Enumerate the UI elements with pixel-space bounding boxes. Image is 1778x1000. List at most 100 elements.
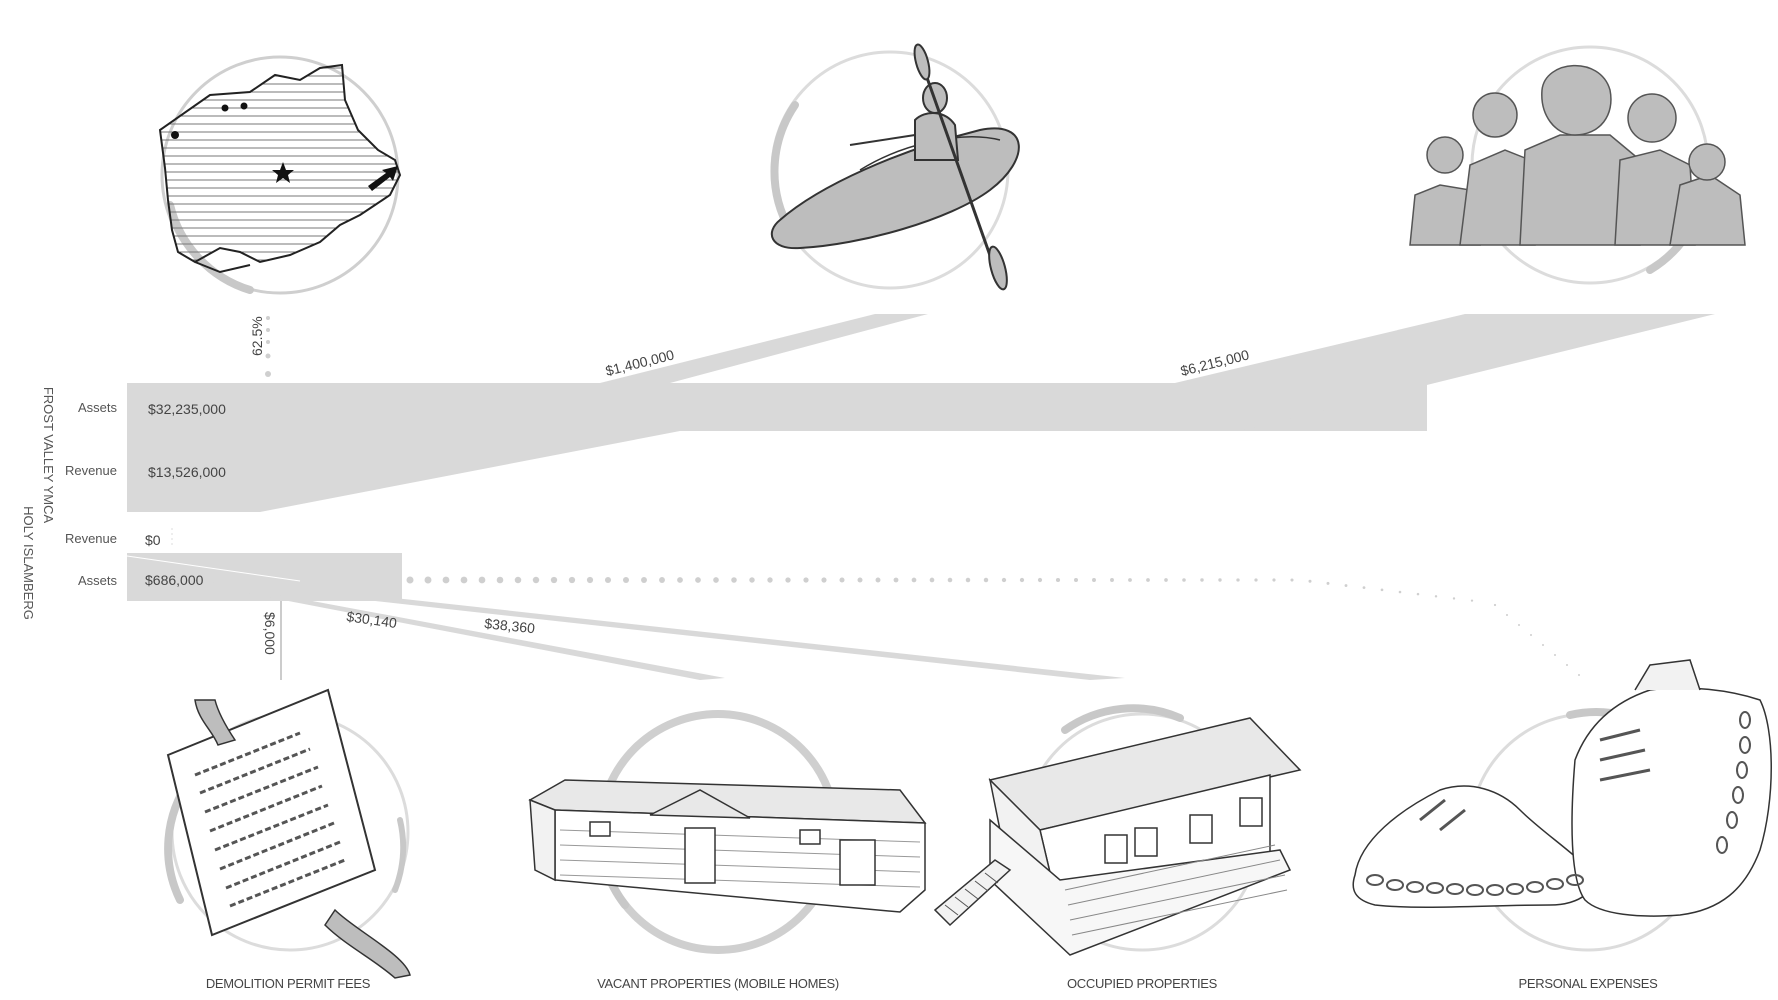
trail-dot [1272,578,1276,582]
flow-people [1175,314,1715,431]
kayak-group [770,43,1020,291]
trail-dot [1517,623,1521,627]
trail-dot [1019,577,1025,583]
trail-dot [929,577,935,583]
trail-dot [785,577,791,583]
fv-revenue-bar [127,431,680,512]
trail-dot [1218,578,1222,582]
trail-dot [857,577,863,583]
trail-dot [1505,613,1509,617]
group-label-holy-islamberg: HOLY ISLAMBERG [21,506,36,620]
trail-dot [713,577,719,583]
trail-dot [749,577,755,583]
flow-label-vacant: $30,140 [346,608,399,631]
house-group [933,704,1302,956]
trail-dot [1182,578,1186,582]
thin-flows [200,580,1125,680]
trail-dot [659,577,665,583]
caption-demolition: DEMOLITION PERMIT FEES [206,976,371,991]
value-fv-assets: $32,235,000 [148,401,226,417]
trail-dot [1110,578,1114,582]
trail-dot [695,577,701,583]
flow-kayak [600,314,928,383]
trail-dot [1566,664,1568,666]
document-icon [166,688,411,979]
flow-bands [127,314,1715,601]
house-icon [933,717,1302,956]
trail-dot [568,576,576,584]
trail-dot [641,577,647,583]
caption-personal: PERSONAL EXPENSES [1519,976,1659,991]
trail-dot [1554,654,1556,656]
caption-occupied: OCCUPIED PROPERTIES [1067,976,1218,991]
row-label-hi-assets: Assets [78,573,118,588]
row-label-fv-revenue: Revenue [65,463,117,478]
trail-dot [1073,577,1079,583]
caption-vacant: VACANT PROPERTIES (MOBILE HOMES) [597,976,839,991]
value-hi-assets: $686,000 [145,572,204,588]
trail-dot [514,576,522,584]
map-group [158,55,402,295]
value-fv-revenue: $13,526,000 [148,464,226,480]
trail-dot [983,577,989,583]
document-group [164,688,411,979]
trail-dot [1236,578,1240,582]
trail-dot [947,577,953,583]
trail-dot [1290,578,1294,582]
trail-dot [1146,578,1150,582]
trail-dot [460,576,468,584]
flow-occupied [230,580,1125,680]
trail-dot [965,577,971,583]
flow-label-pct: 62.5% [249,316,265,356]
trail-dot [1362,586,1366,590]
trail-dot [604,576,612,584]
trail-dot [1398,590,1402,594]
trail-dot [1434,595,1438,598]
trail-dot [1164,578,1168,582]
trail-dot [677,577,683,583]
kayak-icon [770,43,1020,291]
trail-dot [1416,592,1420,596]
trail-dot [1470,599,1474,602]
trail-dot [1055,577,1061,583]
dotted-flows [265,316,271,377]
trail-dot [893,577,899,583]
trail-dot [1001,577,1007,583]
row-label-fv-assets: Assets [78,400,118,415]
people-group [1409,45,1746,285]
trail-dot [731,577,737,583]
trail-dot [424,576,432,584]
shoes-icon [1352,659,1772,917]
trail-dot [1530,634,1532,636]
trail-dot [550,576,558,584]
trail-dot [478,576,486,584]
trail-dot [1326,581,1330,585]
trail-dot [767,577,773,583]
fv-assets-bar [127,383,1427,431]
trail-dot [622,576,630,584]
trail-dot [1308,579,1312,583]
trail-dot [1200,578,1204,582]
trail-dot [1578,674,1580,676]
trail-dot [1493,603,1497,607]
flow-label-demolition: $6,000 [262,612,278,655]
group-label-frost-valley: FROST VALLEY YMCA [41,387,56,524]
trail-dot [803,577,809,583]
mobile-home-icon [528,779,927,913]
trail-dot [1380,588,1384,592]
kayak-ring-accent [770,101,799,234]
trail-dot [406,576,414,584]
dotted-flow-personal [406,576,1580,676]
flow-vacant [200,580,725,680]
trail-dot [821,577,827,583]
trail-dot [1542,644,1544,646]
trail-dot [1128,578,1132,582]
trail-dot [442,576,450,584]
trail-dot [911,577,917,583]
value-hi-revenue: $0 [145,532,161,548]
trail-dot [1037,577,1043,583]
trail-dot [1092,578,1096,582]
flow-label-occupied: $38,360 [484,615,536,636]
trail-dot [1344,584,1348,587]
